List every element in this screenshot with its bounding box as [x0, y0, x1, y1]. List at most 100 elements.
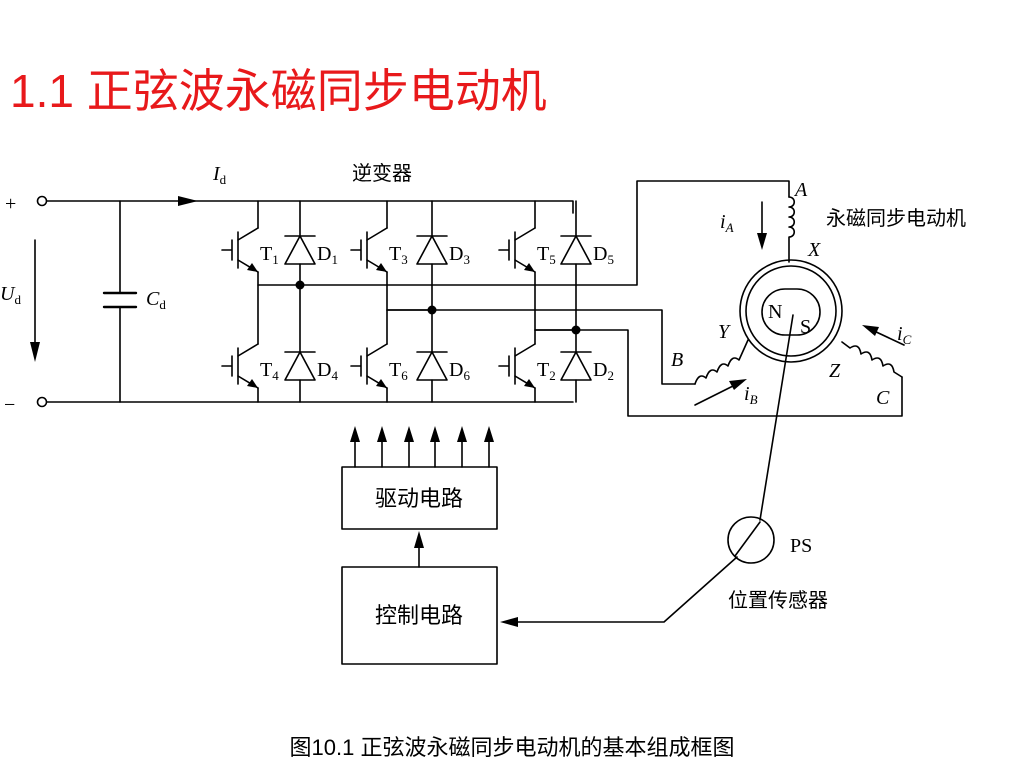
- phase-b-wire: [386, 309, 696, 385]
- sensor-circle: [727, 516, 775, 564]
- motor-label: 永磁同步电动机: [826, 206, 966, 230]
- stator-inner-circle: [745, 265, 837, 357]
- capacitor-plates: [102, 291, 138, 309]
- transistor-label: T1: [260, 243, 279, 267]
- diode-triangle: [284, 351, 316, 381]
- igbt-collector: [237, 227, 259, 241]
- slide-title: 1.1 正弦波永磁同步电动机: [10, 65, 547, 117]
- upper-diode: D1: [284, 235, 338, 267]
- position-sensor: PS 位置传感器: [500, 516, 828, 627]
- igbt-gate-lead: [350, 239, 362, 261]
- phase-a-coil: [788, 196, 796, 263]
- drive-circuit-box: [341, 466, 498, 530]
- igbt-emitter-arrow-icon: [247, 379, 258, 388]
- ic-arrow-icon: [862, 325, 879, 336]
- sensor-label: 位置传感器: [728, 588, 828, 612]
- dc-bus: + − Id Ud Cd 逆变器: [0, 161, 574, 416]
- phase-c-wire: [534, 329, 903, 417]
- transistor-label: T6: [389, 359, 408, 383]
- diode-label: D4: [317, 359, 338, 383]
- lower-igbt: T2: [498, 343, 556, 389]
- rotor-magnet: [761, 288, 821, 336]
- igbt-collector: [237, 343, 259, 357]
- igbt-collector: [514, 343, 536, 357]
- stator-circle: [739, 259, 843, 363]
- current-id-label: Id: [212, 163, 227, 187]
- dc-minus-sign: −: [4, 394, 15, 416]
- gate-signal-arrow-icon: [404, 426, 414, 442]
- dc-plus-sign: +: [5, 193, 16, 215]
- igbt-gate-lead: [498, 355, 510, 377]
- lower-igbt: T4: [221, 343, 279, 389]
- transistor-label: T2: [537, 359, 556, 383]
- motor-symbol: N S: [739, 259, 843, 521]
- igbt-collector: [514, 227, 536, 241]
- transistor-label: T4: [260, 359, 279, 383]
- voltage-arrow-icon: [30, 342, 40, 362]
- phase-c-end-label: Z: [829, 360, 841, 382]
- diode-label: D5: [593, 243, 614, 267]
- gate-signal-arrows: [350, 426, 494, 468]
- lower-diode: D6: [416, 351, 470, 383]
- voltage-ud-label: Ud: [0, 283, 21, 307]
- diode-triangle: [560, 351, 592, 381]
- ib-arrow-icon: [729, 379, 747, 390]
- upper-igbt: T1: [221, 227, 279, 273]
- capacitor-label: Cd: [146, 288, 166, 312]
- gate-signal-arrow-icon: [350, 426, 360, 442]
- upper-igbt: T3: [350, 227, 408, 273]
- lower-diode: D2: [560, 351, 614, 383]
- igbt-emitter-arrow-icon: [376, 379, 387, 388]
- gate-signal-arrow-icon: [377, 426, 387, 442]
- ia-label: iA: [720, 211, 734, 235]
- transistor-label: T5: [537, 243, 556, 267]
- sensor-tag: PS: [790, 535, 812, 557]
- phase-b-terminal-label: B: [671, 349, 683, 371]
- feedback-wire: [515, 556, 738, 623]
- ic-label: iC: [897, 323, 912, 347]
- gate-signal-arrow-icon: [430, 426, 440, 442]
- phase-b-coil: [694, 339, 749, 385]
- positive-terminal: [36, 195, 48, 207]
- igbt-gate-lead: [221, 355, 233, 377]
- upper-diode: D3: [416, 235, 470, 267]
- feedback-arrow-icon: [500, 617, 518, 627]
- rotor-south-label: S: [800, 316, 811, 338]
- gate-signal-arrow-icon: [457, 426, 467, 442]
- rotor-north-label: N: [768, 301, 782, 323]
- ic-arrow-line: [871, 329, 905, 346]
- transistor-label: T3: [389, 243, 408, 267]
- igbt-collector: [366, 343, 388, 357]
- positive-rail: [46, 200, 574, 214]
- figure-caption: 图10.1 正弦波永磁同步电动机的基本组成框图: [289, 735, 735, 760]
- motor-wiring: A X iA B Y iB C Z iC 永磁同步电动机: [299, 179, 966, 417]
- igbt-gate-lead: [221, 239, 233, 261]
- diode-triangle: [284, 235, 316, 265]
- igbt-collector: [366, 227, 388, 241]
- inverter-label: 逆变器: [352, 161, 412, 185]
- upper-diode: D5: [560, 235, 614, 267]
- shaft-line: [759, 314, 794, 521]
- diode-label: D1: [317, 243, 338, 267]
- current-arrow-icon: [178, 196, 198, 206]
- igbt-emitter-arrow-icon: [524, 379, 535, 388]
- negative-terminal: [36, 396, 48, 408]
- diode-triangle: [560, 235, 592, 265]
- phase-a-wire: [299, 180, 790, 286]
- diode-label: D3: [449, 243, 470, 267]
- igbt-gate-lead: [498, 239, 510, 261]
- igbt-emitter-arrow-icon: [247, 263, 258, 272]
- phase-a-end-label: X: [807, 239, 821, 261]
- upper-igbt: T5: [498, 227, 556, 273]
- diode-triangle: [416, 351, 448, 381]
- ia-arrow-icon: [757, 233, 767, 250]
- phase-a-terminal-label: A: [793, 179, 808, 201]
- drive-circuit-label: 驱动电路: [375, 487, 463, 512]
- control-blocks: 驱动电路 控制电路: [341, 426, 498, 665]
- ib-arrow-line: [694, 384, 736, 406]
- control-circuit-label: 控制电路: [375, 604, 463, 629]
- phase-c-coil: [841, 341, 903, 378]
- gate-signal-arrow-icon: [484, 426, 494, 442]
